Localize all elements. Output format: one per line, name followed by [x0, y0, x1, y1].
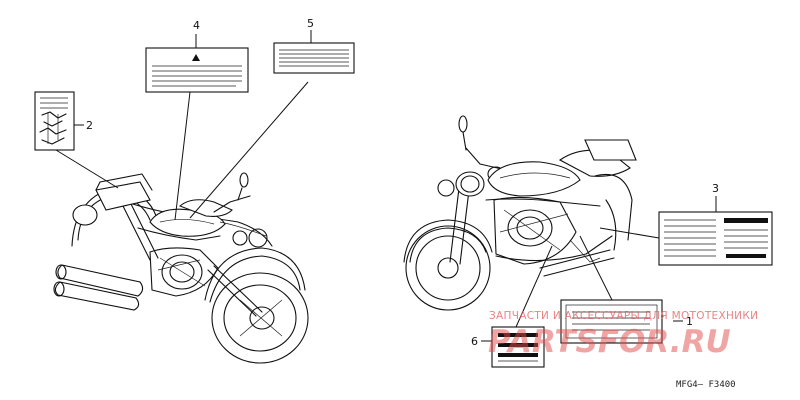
leader-lines — [55, 30, 717, 342]
label-part-3 — [658, 211, 773, 266]
diagram-code: MFG4– F3400 — [676, 380, 736, 390]
motorcycle-left-view — [53, 172, 309, 364]
motorcycle-right-view — [403, 115, 637, 311]
label-part-5 — [273, 42, 355, 74]
label-part-6 — [491, 326, 545, 368]
watermark-tagline: ЗАПЧАСТИ И АКСЕССУАРЫ ДЛЯ МОТОТЕХНИКИ — [489, 310, 758, 322]
label-part-2 — [34, 91, 75, 151]
callout-number-2: 2 — [86, 119, 93, 132]
callout-number-5: 5 — [307, 17, 314, 30]
callout-number-3: 3 — [712, 182, 719, 195]
callout-number-6: 6 — [471, 335, 478, 348]
callout-number-1: 1 — [686, 315, 693, 328]
label-part-4 — [145, 47, 249, 93]
watermark-brand: PARTSFOR.RU — [488, 324, 731, 360]
callout-number-4: 4 — [193, 19, 200, 32]
